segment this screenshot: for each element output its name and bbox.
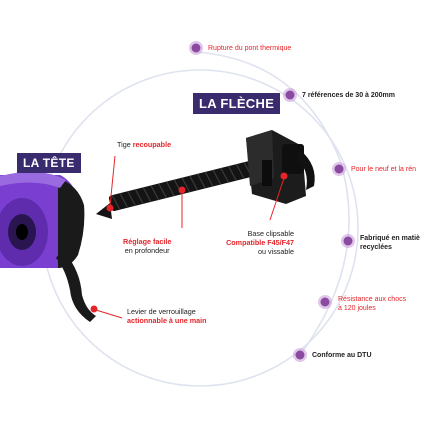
callout-markers [90, 155, 288, 319]
rod-callout-text: Tige [117, 140, 133, 149]
purple-head [0, 171, 96, 322]
rod-callout: Tige recoupable [117, 140, 171, 149]
lever-callout-text: Levier de verrouillage [127, 307, 196, 316]
feature-2: 7 références de 30 à 200mm [302, 91, 395, 100]
feature-5-text-line2: à 120 joules [338, 305, 376, 312]
feature-6-text: Conforme au DTU [312, 352, 372, 359]
head-label: LA TÊTE [17, 153, 81, 173]
feature-2-text: 7 références de 30 à 200mm [302, 92, 396, 99]
depth-callout-text: en profondeur [124, 246, 170, 255]
base-callout-suffix: ou vissable [258, 247, 294, 256]
feature-3-text: Pour le neuf et la rén [351, 166, 416, 173]
feature-dots [189, 41, 355, 362]
feature-1: Rupture du pont thermique [208, 44, 291, 53]
feature-5-text: Résistance aux chocs [338, 296, 407, 303]
lever-callout: Levier de verrouillage actionnable à une… [127, 307, 206, 325]
depth-callout: Réglage facile en profondeur [123, 237, 171, 255]
feature-6: Conforme au DTU [312, 351, 372, 360]
lever-callout-highlight: actionnable à une main [127, 316, 207, 325]
feature-4: Fabriqué en matiè recyclées [360, 234, 420, 252]
base-callout-text: Base clipsable [247, 229, 294, 238]
base-callout-highlight: Compatible F45/F47 [226, 238, 294, 247]
clip-base [246, 130, 315, 204]
feature-4-text-line2: recyclées [360, 244, 392, 251]
feature-1-text: Rupture du pont thermique [208, 45, 292, 52]
arrow-label: LA FLÈCHE [193, 93, 281, 114]
depth-callout-highlight: Réglage facile [123, 237, 172, 246]
base-callout: Base clipsable Compatible F45/F47 ou vis… [202, 229, 294, 256]
feature-4-text: Fabriqué en matiè [360, 235, 420, 242]
feature-5: Résistance aux chocs à 120 joules [338, 295, 406, 313]
rod-callout-highlight: recoupable [132, 140, 172, 149]
threaded-rod [96, 155, 277, 219]
feature-arc [195, 51, 350, 356]
feature-3: Pour le neuf et la rén [351, 165, 416, 174]
